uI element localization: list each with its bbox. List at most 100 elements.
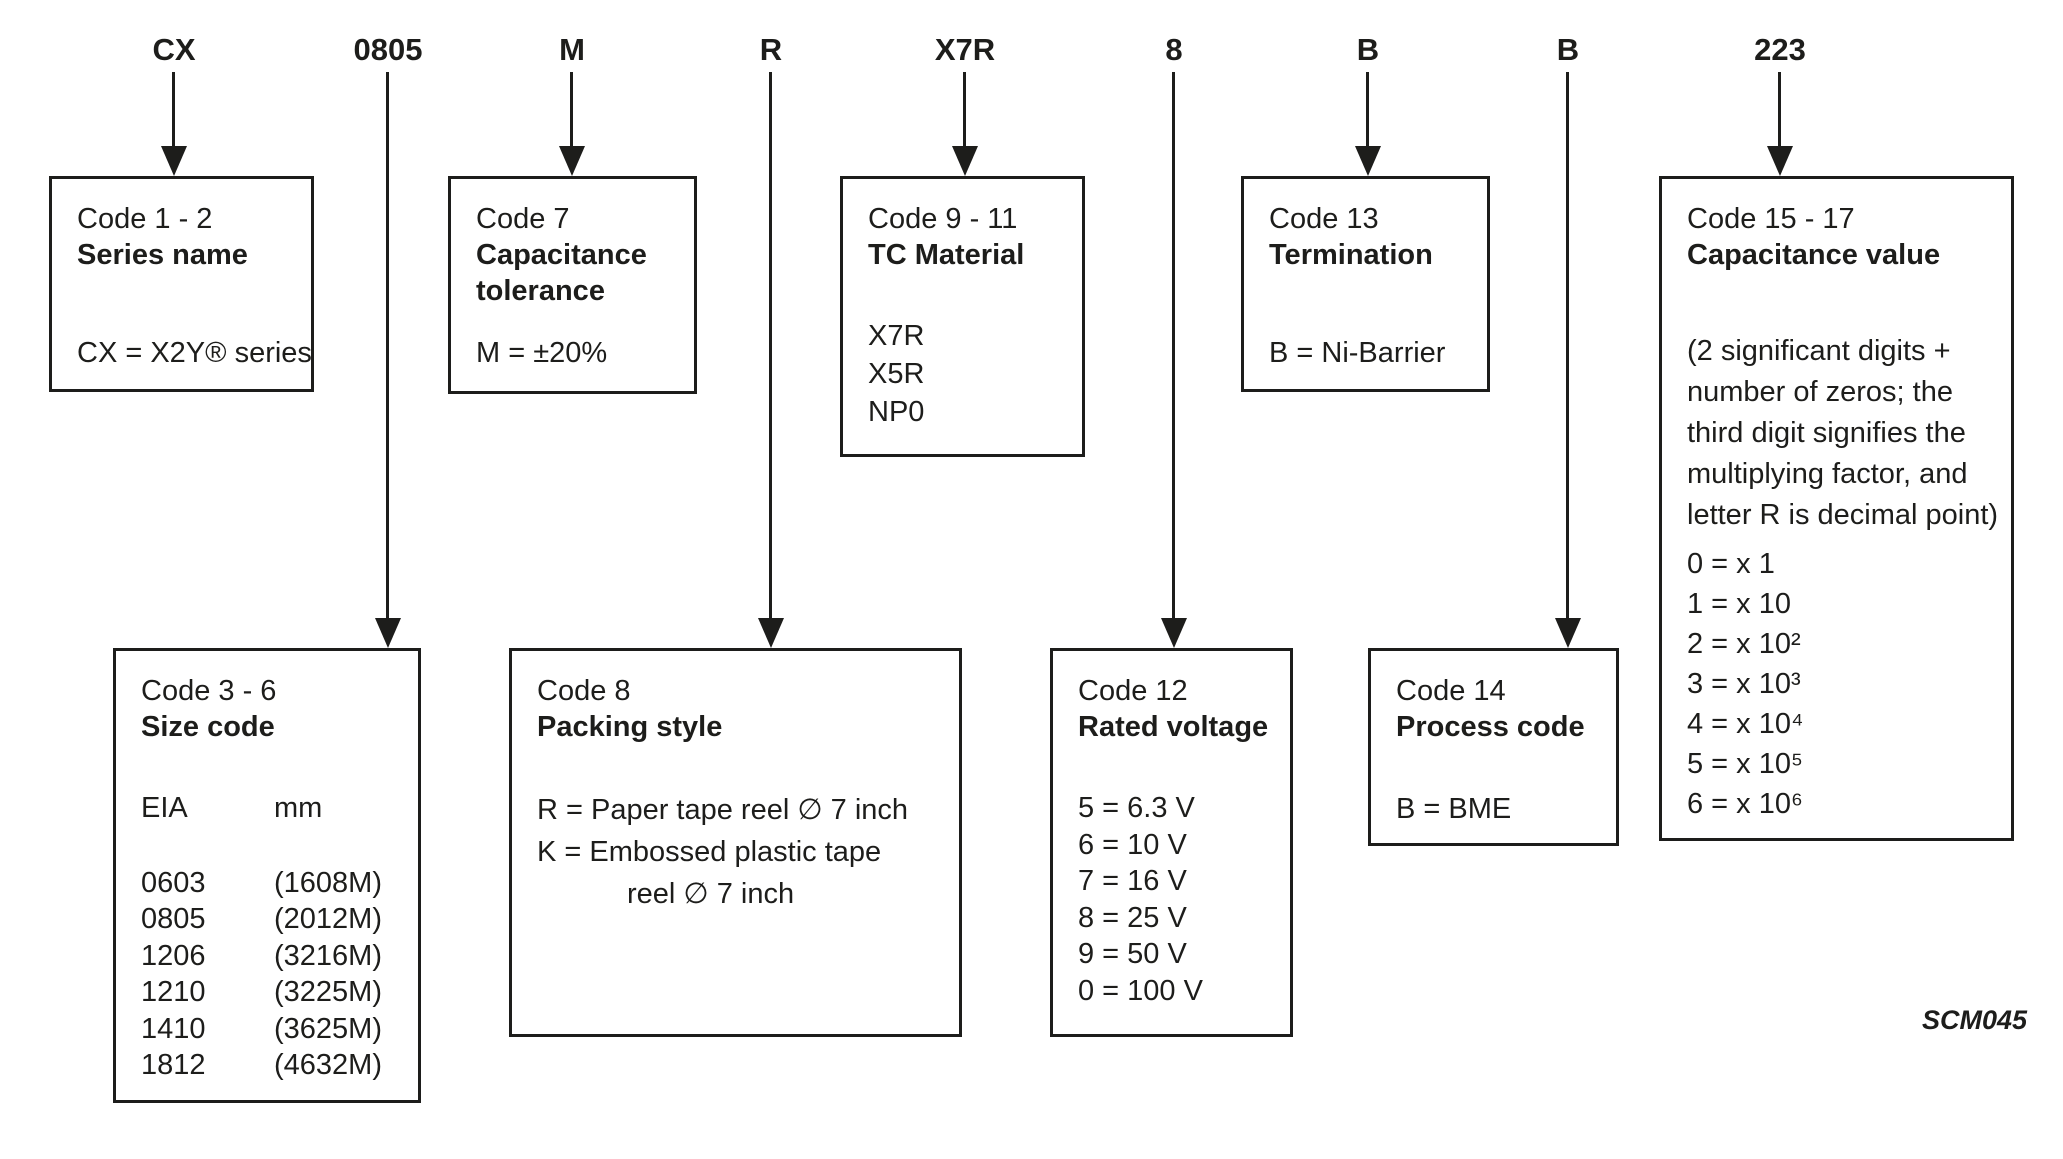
connector-line-series (172, 72, 175, 148)
box-capacitance-tolerance: Code 7 Capacitance tolerance M = ±20% (448, 176, 697, 394)
voltage-option: 6 = 10 V (1078, 828, 1187, 861)
part-code-segment-process: B (1556, 32, 1580, 67)
box-title: TC Material (868, 239, 1025, 271)
box-termination: Code 13 Termination B = Ni-Barrier (1241, 176, 1490, 392)
size-table-row: 1210 (3225M) (141, 974, 412, 1011)
size-mm-value: (1608M) (274, 866, 382, 899)
arrowhead-icon-tolerance (559, 146, 585, 176)
multiplier-option: 5 = x 10⁵ (1687, 748, 1804, 780)
part-code-segment-voltage: 8 (1165, 32, 1183, 67)
multiplier-option: 1 = x 10 (1687, 588, 1791, 620)
tc-option: X7R (868, 320, 925, 352)
box-process-code: Code 14 Process code B = BME (1368, 648, 1619, 846)
box-code-range: Code 8 (537, 675, 631, 707)
box-title-line2: tolerance (476, 275, 605, 307)
note-line: number of zeros; the (1687, 376, 1953, 408)
connector-line-termination (1366, 72, 1369, 148)
box-title: Process code (1396, 711, 1585, 743)
multiplier-option: 4 = x 10⁴ (1687, 708, 1804, 740)
box-code-range: Code 13 (1269, 203, 1379, 235)
connector-line-tc-material (963, 72, 966, 148)
box-title: Termination (1269, 239, 1433, 271)
box-code-range: Code 15 - 17 (1687, 203, 1855, 235)
box-code-range: Code 1 - 2 (77, 203, 213, 235)
box-code-range: Code 7 (476, 203, 570, 235)
box-value: B = Ni-Barrier (1269, 337, 1446, 369)
box-value: CX = X2Y® series (77, 337, 312, 369)
size-eia-value: 1210 (141, 976, 206, 1008)
size-table-row: 1206 (3216M) (141, 938, 412, 975)
size-eia-value: 0805 (141, 903, 206, 935)
box-value: B = BME (1396, 793, 1512, 825)
tc-option: X5R (868, 358, 925, 390)
arrowhead-icon-tc-material (952, 146, 978, 176)
part-code-segment-series: CX (152, 32, 196, 67)
connector-line-tolerance (570, 72, 573, 148)
part-code-segment-packing: R (759, 32, 783, 67)
box-title-line1: Capacitance (476, 239, 647, 271)
part-code-segment-tc-material: X7R (934, 32, 996, 67)
box-tc-material: Code 9 - 11 TC Material X7R X5R NP0 (840, 176, 1085, 457)
size-eia-value: 1206 (141, 939, 206, 972)
arrowhead-icon-process (1555, 618, 1581, 648)
voltage-option: 8 = 25 V (1078, 901, 1187, 934)
part-code-segment-tolerance: M (559, 32, 585, 67)
connector-line-cap-value (1778, 72, 1781, 148)
voltage-option: 9 = 50 V (1078, 938, 1187, 970)
multiplier-option: 0 = x 1 (1687, 548, 1775, 580)
arrowhead-icon-series (161, 146, 187, 176)
note-line: (2 significant digits + (1687, 335, 1951, 367)
arrowhead-icon-size (375, 618, 401, 648)
box-title: Rated voltage (1078, 711, 1269, 743)
voltage-option: 7 = 16 V (1078, 865, 1187, 897)
size-col-mm-header: mm (274, 792, 323, 824)
packing-option-k: K = Embossed plastic tape (537, 836, 882, 868)
arrowhead-icon-termination (1355, 146, 1381, 176)
voltage-option: 0 = 100 V (1078, 974, 1203, 1007)
box-size-code: Code 3 - 6 Size code EIA mm 0603 (1608M)… (113, 648, 421, 1103)
arrowhead-icon-packing (758, 618, 784, 648)
size-table-header: EIA mm (141, 790, 412, 827)
size-table-row: 0805 (2012M) (141, 901, 412, 938)
part-code-segment-size: 0805 (353, 32, 423, 67)
size-eia-value: 1812 (141, 1049, 206, 1081)
size-table-row: 0603 (1608M) (141, 865, 412, 902)
box-capacitance-value: Code 15 - 17 Capacitance value (2 signif… (1659, 176, 2014, 841)
multiplier-option: 2 = x 10² (1687, 628, 1801, 660)
size-mm-value: (3216M) (274, 939, 382, 972)
note-line: third digit signifies the (1687, 417, 1966, 449)
connector-line-process (1566, 72, 1569, 620)
note-line: letter R is decimal point) (1687, 499, 1999, 531)
box-code-range: Code 9 - 11 (868, 203, 1018, 235)
arrowhead-icon-cap-value (1767, 146, 1793, 176)
box-title: Size code (141, 711, 275, 743)
size-eia-value: 0603 (141, 866, 206, 899)
box-series-name: Code 1 - 2 Series name CX = X2Y® series (49, 176, 314, 392)
box-title: Packing style (537, 711, 723, 743)
box-title: Capacitance value (1687, 239, 1941, 271)
tc-option: NP0 (868, 396, 925, 428)
voltage-option: 5 = 6.3 V (1078, 792, 1195, 824)
packing-option-k-continued: reel ∅ 7 inch (627, 878, 795, 910)
part-code-segment-termination: B (1356, 32, 1380, 67)
box-code-range: Code 3 - 6 (141, 675, 277, 707)
box-title: Series name (77, 239, 248, 271)
size-mm-value: (2012M) (274, 903, 382, 935)
size-mm-value: (3625M) (274, 1012, 382, 1045)
size-mm-value: (3225M) (274, 976, 382, 1008)
box-code-range: Code 14 (1396, 675, 1506, 707)
packing-option-r: R = Paper tape reel ∅ 7 inch (537, 794, 909, 826)
connector-line-voltage (1172, 72, 1175, 620)
figure-code: SCM045 (1922, 1005, 2028, 1035)
box-code-range: Code 12 (1078, 675, 1188, 707)
box-packing-style: Code 8 Packing style R = Paper tape reel… (509, 648, 962, 1037)
size-mm-value: (4632M) (274, 1049, 382, 1081)
size-eia-value: 1410 (141, 1012, 206, 1045)
box-rated-voltage: Code 12 Rated voltage 5 = 6.3 V 6 = 10 V… (1050, 648, 1293, 1037)
box-value: M = ±20% (476, 337, 608, 369)
connector-line-size (386, 72, 389, 620)
note-line: multiplying factor, and (1687, 458, 1968, 490)
connector-line-packing (769, 72, 772, 620)
multiplier-option: 3 = x 10³ (1687, 668, 1801, 700)
